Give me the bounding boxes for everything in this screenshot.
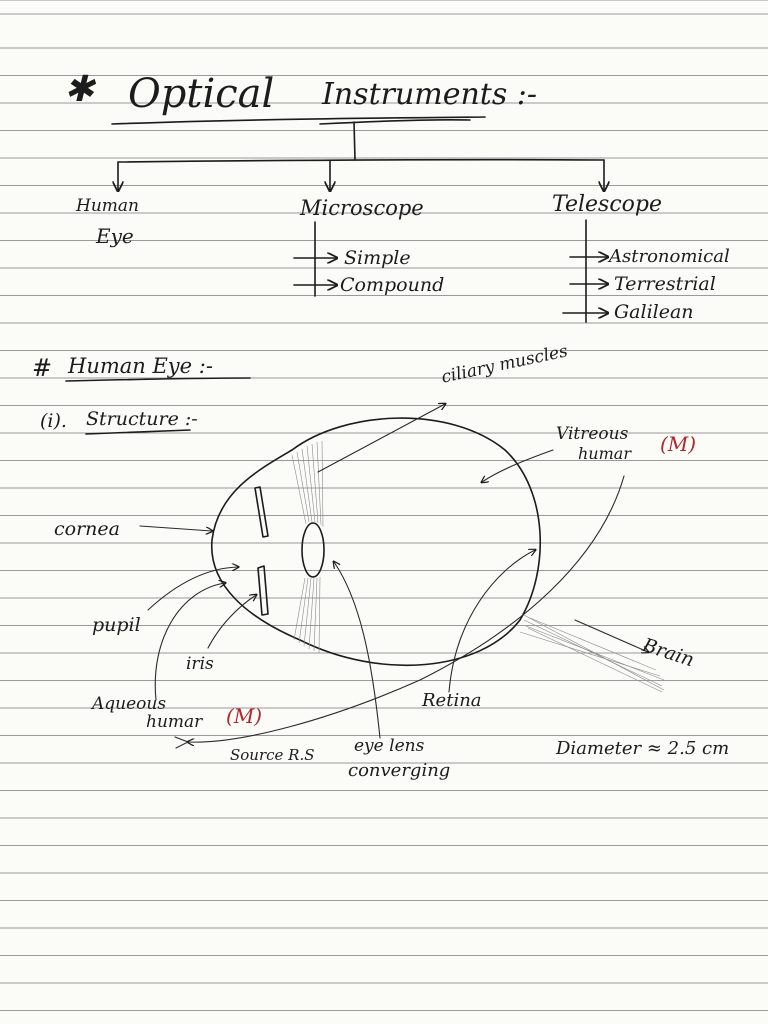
retina-arrow bbox=[448, 550, 535, 693]
ciliary-arrow bbox=[317, 404, 445, 473]
label-vitreous-2: humar bbox=[578, 444, 631, 463]
microscope-compound: Compound bbox=[340, 274, 445, 296]
page-title: Optical bbox=[128, 71, 275, 117]
label-iris: iris bbox=[186, 654, 214, 674]
iris-arrow bbox=[207, 595, 256, 649]
tree-stem bbox=[353, 121, 356, 161]
label-diameter: Diameter ≈ 2.5 cm bbox=[556, 738, 730, 759]
iris-upper bbox=[254, 486, 269, 538]
pupil-arrow bbox=[147, 567, 238, 611]
cornea-arrow bbox=[139, 525, 212, 531]
telescope-galilean: Galilean bbox=[614, 301, 694, 323]
iris-lower bbox=[257, 565, 269, 616]
label-aqueous-1: Aqueous bbox=[92, 694, 167, 714]
telescope-astronomical: Astronomical bbox=[609, 246, 730, 267]
branch-eye: Eye bbox=[96, 224, 134, 248]
top-border bbox=[0, 0, 768, 1]
title-star: ✱ bbox=[64, 69, 95, 110]
tree-bar bbox=[117, 158, 605, 163]
telescope-terrestrial: Terrestrial bbox=[614, 273, 716, 295]
eyeball-outline bbox=[291, 417, 541, 667]
title-underline bbox=[111, 116, 486, 125]
section-marker: # bbox=[32, 354, 53, 382]
light-ray-curve bbox=[188, 475, 625, 742]
microscope-simple: Simple bbox=[344, 247, 411, 269]
label-cornea: cornea bbox=[54, 518, 120, 540]
aqueous-arrow bbox=[154, 583, 225, 701]
human-eye-underline bbox=[65, 377, 251, 382]
light-ray-head bbox=[174, 736, 190, 749]
structure-underline bbox=[85, 429, 191, 435]
eye-lens bbox=[301, 522, 325, 578]
label-aqueous-2: humar bbox=[146, 712, 203, 732]
branch-microscope: Microscope bbox=[300, 196, 424, 220]
cornea-outline bbox=[211, 449, 301, 641]
vitreous-arrow bbox=[482, 449, 554, 482]
subsection-heading: Structure :- bbox=[86, 408, 198, 430]
branch-telescope: Telescope bbox=[552, 192, 662, 217]
label-eye-lens-2: converging bbox=[348, 760, 451, 781]
label-vitreous-1: Vitreous bbox=[556, 424, 629, 444]
label-pupil: pupil bbox=[92, 614, 141, 636]
optic-nerve-hatch bbox=[519, 613, 665, 693]
ciliary-hatch-lower bbox=[293, 576, 321, 654]
lens-arrow bbox=[334, 562, 381, 739]
title-underline-2 bbox=[319, 118, 471, 125]
branch-human: Human bbox=[76, 196, 139, 216]
label-aqueous-mark: (M) bbox=[226, 704, 263, 728]
page-title-2: Instruments :- bbox=[322, 77, 538, 112]
label-retina: Retina bbox=[422, 690, 482, 711]
section-heading: Human Eye :- bbox=[68, 354, 213, 378]
label-vitreous-mark: (M) bbox=[660, 432, 697, 456]
subsection-number: (i). bbox=[40, 410, 67, 432]
label-eye-lens-1: eye lens bbox=[354, 736, 425, 756]
ciliary-hatch-upper bbox=[291, 440, 324, 528]
brain-arrow bbox=[574, 619, 648, 652]
label-source: Source R.S bbox=[230, 746, 315, 764]
